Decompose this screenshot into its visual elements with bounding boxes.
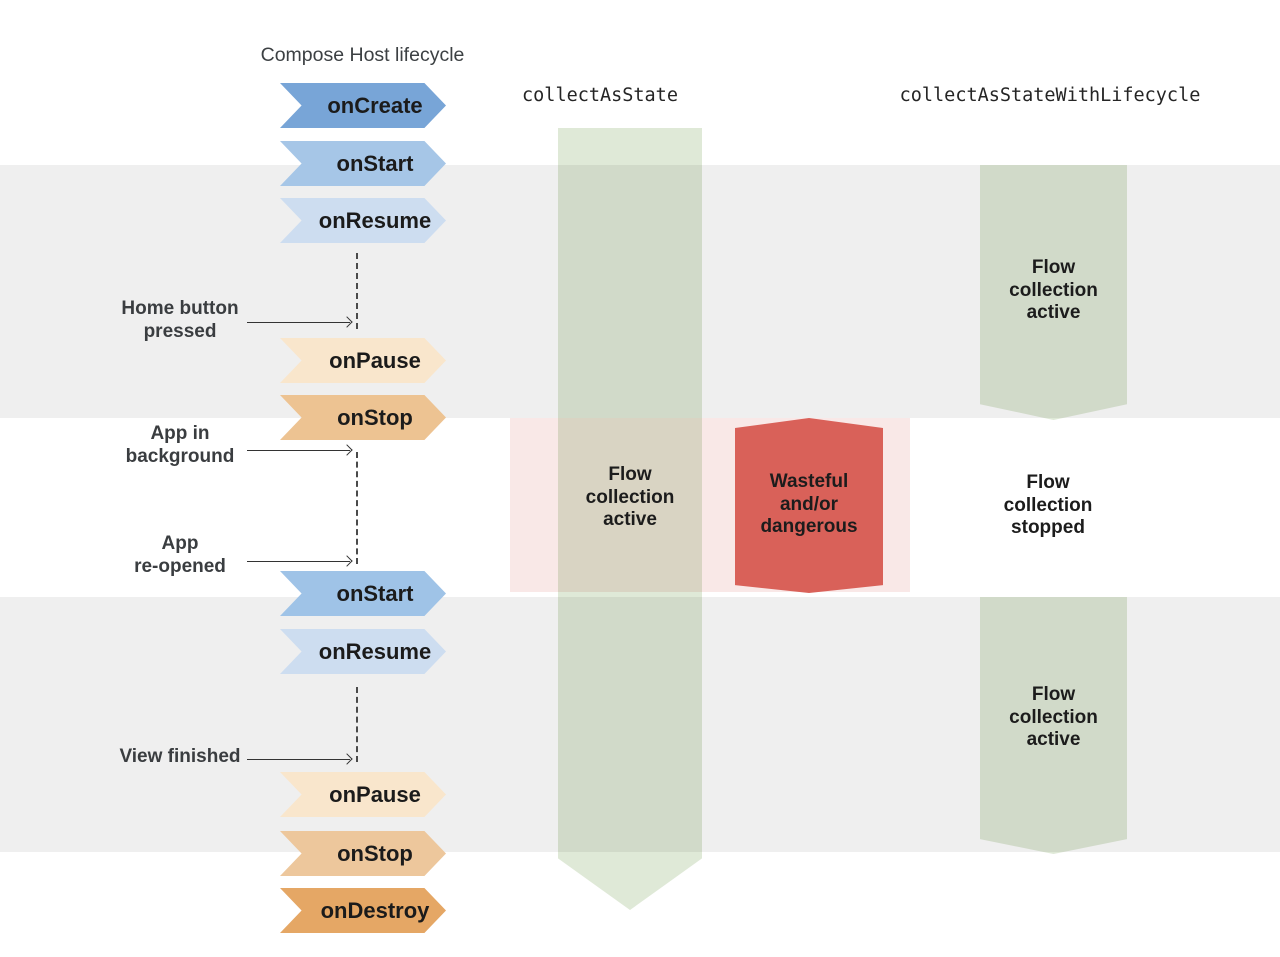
annotation-app-in-background: App in background <box>125 423 235 467</box>
flow-state-with-lifecycle-active-top: Flow collection active <box>1009 257 1098 323</box>
flow-state-with-lifecycle-active-bottom: Flow collection active <box>1009 684 1098 750</box>
lifecycle-event-onresume-1: onResume <box>280 198 446 243</box>
lifecycle-event-ondestroy: onDestroy <box>280 888 446 933</box>
lifecycle-event-onstop-1: onStop <box>280 395 446 440</box>
with-lifecycle-flow-band-bottom <box>980 597 1127 854</box>
annotation-app-reopened: App re-opened <box>134 533 226 577</box>
annotation-arrow-home-button <box>247 322 350 323</box>
lifecycle-event-onstart-2: onStart <box>280 571 446 616</box>
flow-state-with-lifecycle-stopped: Flow collection stopped <box>1003 472 1093 538</box>
with-lifecycle-flow-band-top <box>980 165 1127 420</box>
annotation-arrow-app-reopened <box>247 561 350 562</box>
wasteful-banner <box>735 418 883 593</box>
lifecycle-event-onpause-2: onPause <box>280 772 446 817</box>
collect-as-state-flow-band <box>558 128 702 910</box>
dashed-connector-1 <box>356 253 358 329</box>
annotation-arrow-view-finished <box>247 759 350 760</box>
annotation-home-button-pressed: Home button pressed <box>121 298 239 342</box>
flow-state-collect-as-state-active: Flow collection active <box>585 464 675 530</box>
dashed-connector-3 <box>356 687 358 762</box>
dashed-connector-2 <box>356 452 358 564</box>
lifecycle-event-onstop-2: onStop <box>280 831 446 876</box>
lifecycle-event-onresume-2: onResume <box>280 629 446 674</box>
page-title: Compose Host lifecycle <box>260 44 465 66</box>
column-header-collect-as-state: collectAsState <box>522 85 678 106</box>
annotation-arrow-app-background <box>247 450 350 451</box>
lifecycle-event-oncreate: onCreate <box>280 83 446 128</box>
flow-state-wasteful-dangerous: Wasteful and/or dangerous <box>760 471 858 537</box>
lifecycle-event-onstart-1: onStart <box>280 141 446 186</box>
lifecycle-event-onpause-1: onPause <box>280 338 446 383</box>
column-header-collect-as-state-with-lifecycle: collectAsStateWithLifecycle <box>899 85 1201 106</box>
annotation-view-finished: View finished <box>119 746 241 767</box>
